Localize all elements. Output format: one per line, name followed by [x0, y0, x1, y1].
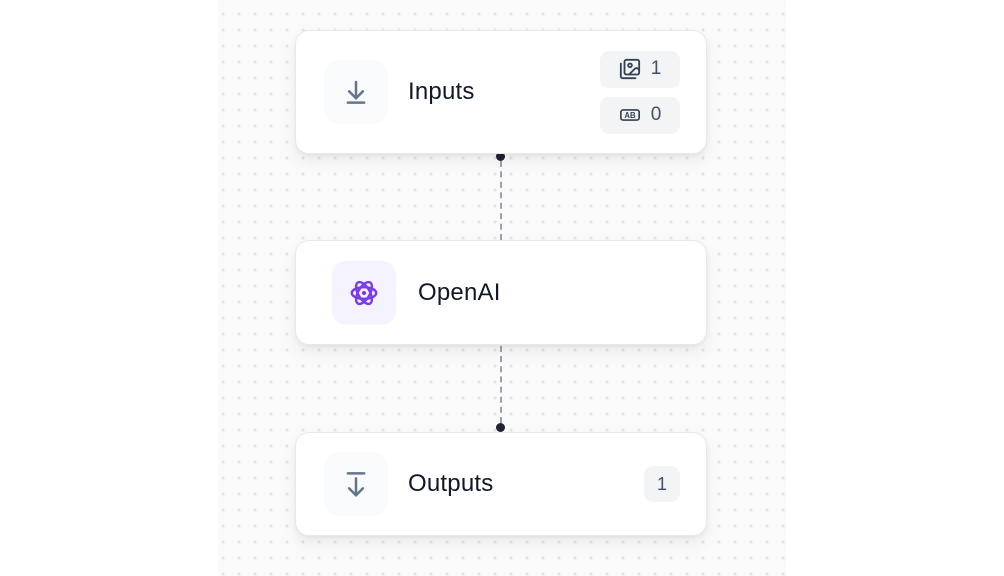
edge-inputs-to-openai[interactable]: [500, 161, 502, 240]
node-inputs[interactable]: Inputs 1: [295, 30, 707, 154]
node-outputs[interactable]: Outputs 1: [295, 432, 707, 536]
node-title-openai: OpenAI: [418, 278, 501, 306]
svg-text:AB: AB: [624, 111, 636, 120]
node-openai[interactable]: OpenAI: [287, 240, 707, 345]
connection-handle-inputs-bottom[interactable]: [496, 152, 505, 161]
selected-accent-bar: [287, 241, 307, 344]
image-count: 1: [650, 58, 662, 79]
arrow-down-from-line-icon: [341, 469, 371, 499]
text-ab-icon: AB: [619, 104, 641, 126]
output-count-badge[interactable]: 1: [644, 466, 680, 502]
node-title-inputs: Inputs: [408, 78, 475, 105]
output-count: 1: [656, 473, 667, 494]
node-title-outputs: Outputs: [408, 470, 494, 497]
inputs-badge-column: 1 AB 0: [600, 50, 680, 134]
text-count-badge[interactable]: AB 0: [600, 96, 680, 134]
arrow-down-to-line-icon: [341, 77, 371, 107]
images-icon: [619, 58, 641, 80]
image-count-badge[interactable]: 1: [600, 50, 680, 88]
edge-openai-to-outputs[interactable]: [500, 346, 502, 423]
openai-icon-tile: [332, 260, 396, 325]
flow-canvas[interactable]: Inputs 1: [218, 0, 786, 576]
inputs-icon-tile: [324, 60, 388, 124]
outputs-badge-column: 1: [644, 466, 680, 502]
text-count: 0: [650, 104, 662, 125]
openai-logo-icon: [347, 276, 381, 310]
connection-handle-outputs-top[interactable]: [496, 423, 505, 432]
outputs-icon-tile: [324, 452, 388, 516]
